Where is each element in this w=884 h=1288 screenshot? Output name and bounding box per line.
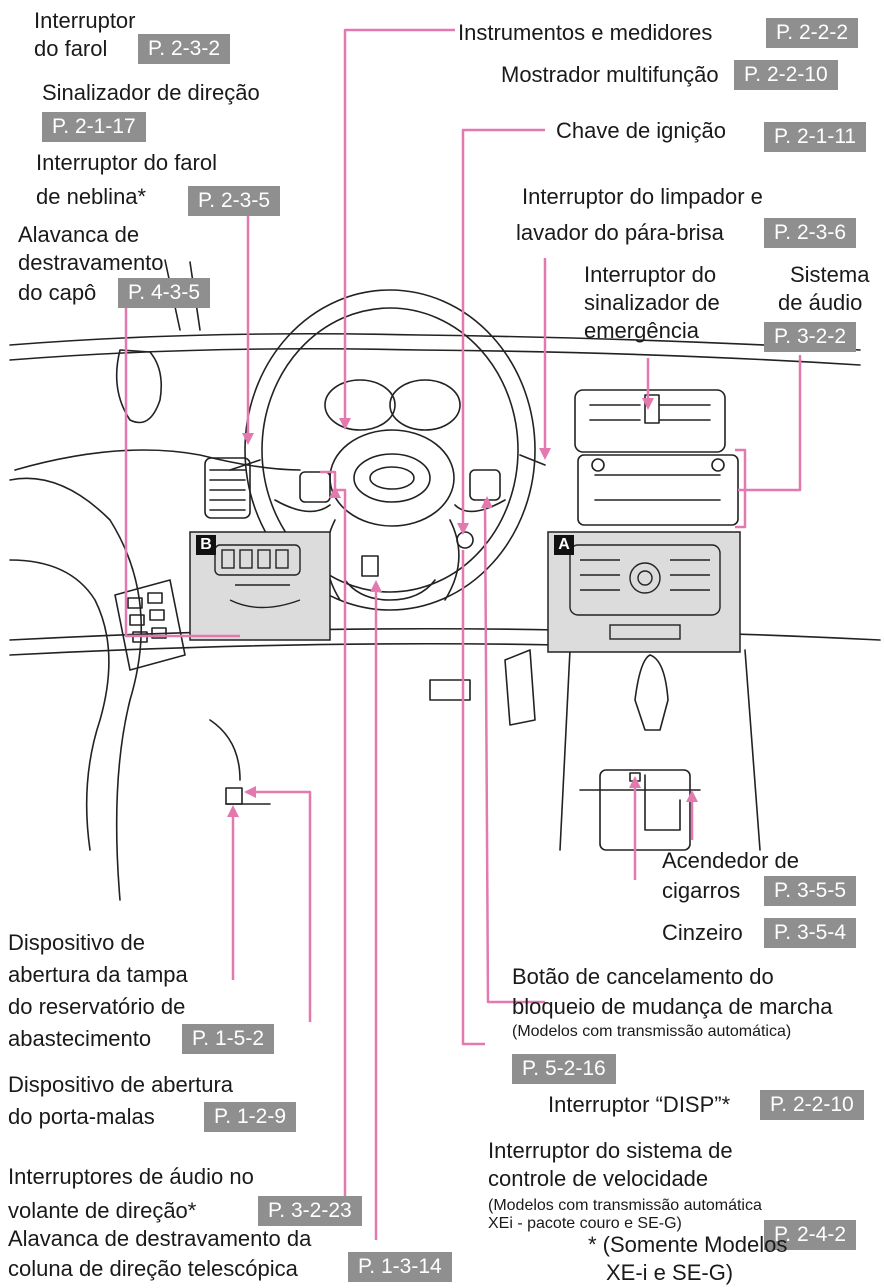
label-audio-2: de áudio <box>778 290 863 315</box>
ref-audio-volante[interactable]: P. 3-2-23 <box>258 1196 362 1226</box>
ref-neblina[interactable]: P. 2-3-5 <box>188 186 280 216</box>
ref-cinzeiro[interactable]: P. 3-5-4 <box>764 918 856 948</box>
badge-a: A <box>554 535 574 555</box>
label-velocidade-note-1: (Modelos com transmissão automática <box>488 1197 762 1214</box>
ref-audio[interactable]: P. 3-2-2 <box>764 322 856 352</box>
label-farol-neblina-2: de neblina* <box>36 184 147 209</box>
label-cinzeiro: Cinzeiro <box>662 920 743 945</box>
label-farol-neblina-1: Interruptor do farol <box>36 150 217 175</box>
label-cancelamento-note: (Modelos com transmissão automática) <box>512 1023 792 1040</box>
label-tampa-2: abertura da tampa <box>8 962 188 987</box>
ref-disp[interactable]: P. 2-2-10 <box>760 1090 864 1120</box>
ref-capo[interactable]: P. 4-3-5 <box>118 278 210 308</box>
ref-acendedor[interactable]: P. 3-5-5 <box>764 876 856 906</box>
label-alavanca-capo-2: destravamento <box>18 250 164 275</box>
label-coluna-1: Alavanca de destravamento da <box>8 1226 312 1251</box>
label-sinalizador-direcao: Sinalizador de direção <box>42 80 260 105</box>
label-audio-1: Sistema <box>790 262 870 287</box>
label-cancelamento-1: Botão de cancelamento do <box>512 964 774 989</box>
ref-mostrador[interactable]: P. 2-2-10 <box>734 60 838 90</box>
label-tampa-1: Dispositivo de <box>8 930 145 955</box>
footnote-line-1: * (Somente Modelos <box>588 1232 788 1257</box>
label-audio-volante-2: volante de direção* <box>8 1198 197 1223</box>
label-porta-malas-2: do porta-malas <box>8 1104 155 1129</box>
label-velocidade-1: Interruptor do sistema de <box>488 1138 733 1163</box>
label-emergencia-1: Interruptor do <box>584 262 717 287</box>
label-disp: Interruptor “DISP”* <box>548 1092 731 1117</box>
label-alavanca-capo-3: do capô <box>18 280 97 305</box>
label-limpador-1: Interruptor do limpador e <box>522 184 763 209</box>
badge-b: B <box>196 535 216 555</box>
label-acendedor-2: cigarros <box>662 878 741 903</box>
label-porta-malas-1: Dispositivo de abertura <box>8 1072 234 1097</box>
label-cancelamento-2: bloqueio de mudança de marcha <box>512 994 833 1019</box>
label-alavanca-capo-1: Alavanca de <box>18 222 140 247</box>
label-acendedor-1: Acendedor de <box>662 848 799 873</box>
label-velocidade-note-2: XEi - pacote couro e SE-G) <box>488 1215 682 1232</box>
label-coluna-2: coluna de direção telescópica <box>8 1256 298 1281</box>
label-audio-volante-1: Interruptores de áudio no <box>8 1164 254 1189</box>
ref-coluna[interactable]: P. 1-3-14 <box>348 1252 452 1282</box>
label-limpador-2: lavador do pára-brisa <box>516 220 724 245</box>
ref-ignicao[interactable]: P. 2-1-11 <box>764 122 867 152</box>
label-tampa-3: do reservatório de <box>8 994 186 1019</box>
ref-sinalizador[interactable]: P. 2-1-17 <box>42 112 146 142</box>
footnote-line-2: XE-i e SE-G) <box>606 1260 734 1285</box>
ref-instrumentos[interactable]: P. 2-2-2 <box>766 18 858 48</box>
ref-cancelamento[interactable]: P. 5-2-16 <box>512 1054 616 1084</box>
label-interruptor-farol-1: Interruptor <box>34 8 136 33</box>
label-tampa-4: abastecimento <box>8 1026 152 1051</box>
label-emergencia-3: emergência <box>584 318 699 343</box>
label-interruptor-farol-2: do farol <box>34 36 108 61</box>
label-velocidade-2: controle de velocidade <box>488 1166 709 1191</box>
inset-a-panel <box>547 531 741 653</box>
label-instrumentos: Instrumentos e medidores <box>458 20 713 45</box>
label-chave-ignicao: Chave de ignição <box>556 118 727 143</box>
label-emergencia-2: sinalizador de <box>584 290 720 315</box>
ref-tampa[interactable]: P. 1-5-2 <box>182 1024 274 1054</box>
label-mostrador: Mostrador multifunção <box>501 62 719 87</box>
ref-porta-malas[interactable]: P. 1-2-9 <box>204 1102 296 1132</box>
ref-velocidade[interactable]: P. 2-4-2 <box>764 1220 856 1250</box>
ref-limpador[interactable]: P. 2-3-6 <box>764 218 856 248</box>
ref-farol[interactable]: P. 2-3-2 <box>138 34 230 64</box>
